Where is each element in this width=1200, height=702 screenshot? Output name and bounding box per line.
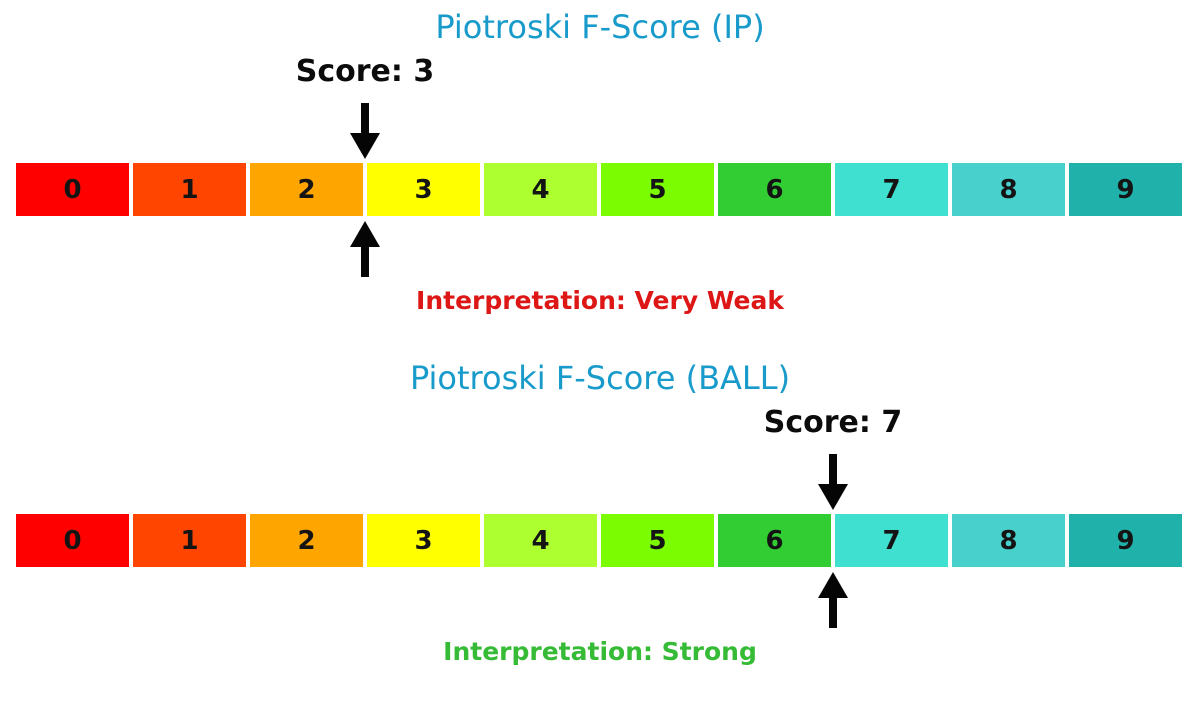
scale-cell-4: 4 — [482, 161, 599, 218]
scale-cell-label: 6 — [765, 174, 784, 205]
scale-cell-label: 7 — [882, 525, 901, 556]
scale-cell-label: 7 — [882, 174, 901, 205]
scale-cell-label: 8 — [999, 525, 1018, 556]
scale-cell-6: 6 — [716, 512, 833, 569]
scale-cell-6: 6 — [716, 161, 833, 218]
scale-cell-label: 9 — [1116, 525, 1135, 556]
score-label: Score: 3 — [295, 54, 435, 89]
scale-cell-label: 6 — [765, 525, 784, 556]
fscore-scale-bar: 0 1 2 3 4 5 6 7 8 9 — [14, 161, 1184, 218]
interpretation-label: Interpretation: Strong — [443, 637, 757, 666]
scale-cell-label: 8 — [999, 174, 1018, 205]
scale-cell-label: 5 — [648, 525, 667, 556]
scale-cell-7: 7 — [833, 512, 950, 569]
scale-cell-5: 5 — [599, 161, 716, 218]
score-label: Score: 7 — [763, 405, 903, 440]
arrow-up-icon — [818, 572, 848, 628]
scale-cell-label: 1 — [180, 525, 199, 556]
scale-cell-label: 5 — [648, 174, 667, 205]
scale-cell-label: 4 — [531, 174, 550, 205]
scale-cell-7: 7 — [833, 161, 950, 218]
scale-cell-label: 2 — [297, 525, 316, 556]
scale-cell-label: 0 — [63, 174, 82, 205]
scale-cell-4: 4 — [482, 512, 599, 569]
scale-cell-label: 1 — [180, 174, 199, 205]
scale-cell-1: 1 — [131, 512, 248, 569]
scale-cell-label: 0 — [63, 525, 82, 556]
scale-cell-8: 8 — [950, 161, 1067, 218]
fscore-chart-ip: Piotroski F-Score (IP) Score: 3 0 1 2 3 4 5 6 7… — [14, 8, 1184, 315]
scale-cell-label: 3 — [414, 525, 433, 556]
chart-title: Piotroski F-Score (BALL) — [409, 359, 791, 397]
fscore-chart-ball: Piotroski F-Score (BALL) Score: 7 0 1 2 3 4 5… — [0, 351, 1200, 702]
scale-cell-label: 4 — [531, 525, 550, 556]
scale-cell-0: 0 — [14, 161, 131, 218]
scale-cell-2: 2 — [248, 512, 365, 569]
scale-cell-9: 9 — [1067, 161, 1184, 218]
arrow-down-icon — [818, 454, 848, 510]
scale-cell-label: 9 — [1116, 174, 1135, 205]
interpretation-label: Interpretation: Very Weak — [416, 286, 784, 315]
scale-cell-8: 8 — [950, 512, 1067, 569]
arrow-down-icon — [350, 103, 380, 159]
scale-cell-3: 3 — [365, 161, 482, 218]
scale-cell-3: 3 — [365, 512, 482, 569]
scale-cell-label: 3 — [414, 174, 433, 205]
arrow-up-icon — [350, 221, 380, 277]
fscore-scale-bar: 0 1 2 3 4 5 6 7 8 9 — [14, 512, 1184, 569]
scale-cell-2: 2 — [248, 161, 365, 218]
scale-cell-5: 5 — [599, 512, 716, 569]
chart-title: Piotroski F-Score (IP) — [435, 8, 765, 46]
scale-cell-0: 0 — [14, 512, 131, 569]
scale-cell-1: 1 — [131, 161, 248, 218]
scale-cell-label: 2 — [297, 174, 316, 205]
scale-cell-9: 9 — [1067, 512, 1184, 569]
